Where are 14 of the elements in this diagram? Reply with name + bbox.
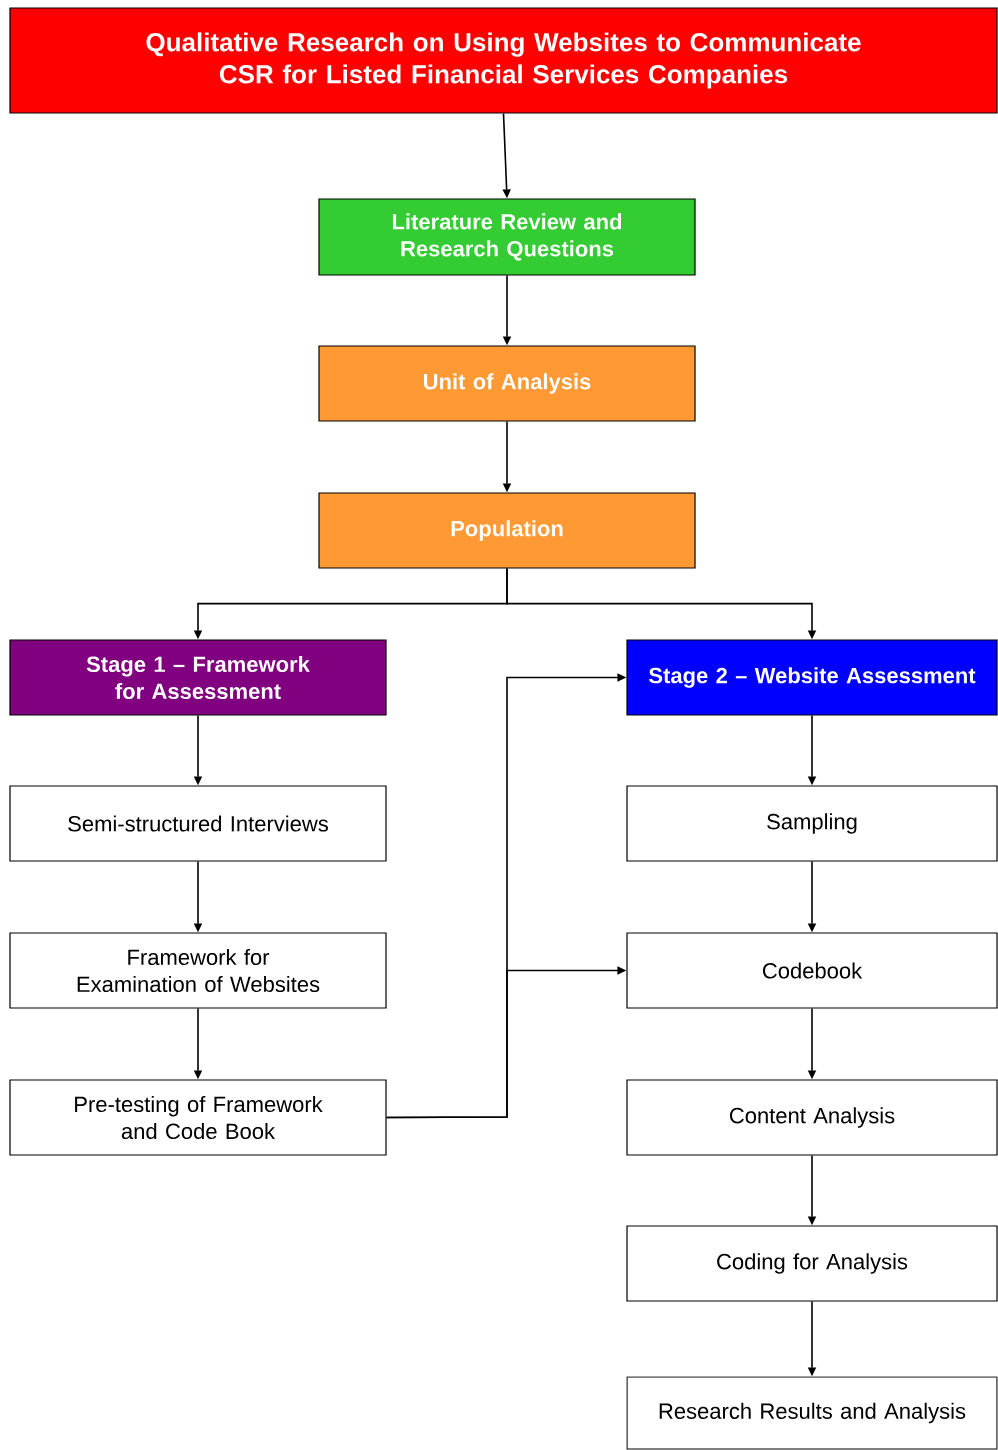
process-box: Research Results and Analysis	[626, 1376, 998, 1450]
process-box: Literature Review and Research Questions	[318, 198, 696, 276]
process-box: Pre-testing of Framework and Code Book	[9, 1079, 387, 1156]
process-box: Semi-structured Interviews	[9, 785, 387, 862]
title-banner: Qualitative Research on Using Websites to Communicate CSR for Listed Financial Services Companies	[9, 7, 998, 114]
process-box: Population	[318, 492, 696, 569]
process-box: Sampling	[626, 785, 998, 862]
process-box: Framework for Examination of Websites	[9, 932, 387, 1009]
process-box: Content Analysis	[626, 1079, 998, 1156]
stage-box: Stage 2 – Website Assessment	[626, 639, 998, 716]
stage-box: Stage 1 – Framework for Assessment	[9, 639, 387, 716]
process-box: Unit of Analysis	[318, 345, 696, 422]
process-box: Coding for Analysis	[626, 1225, 998, 1302]
process-box: Codebook	[626, 932, 998, 1009]
